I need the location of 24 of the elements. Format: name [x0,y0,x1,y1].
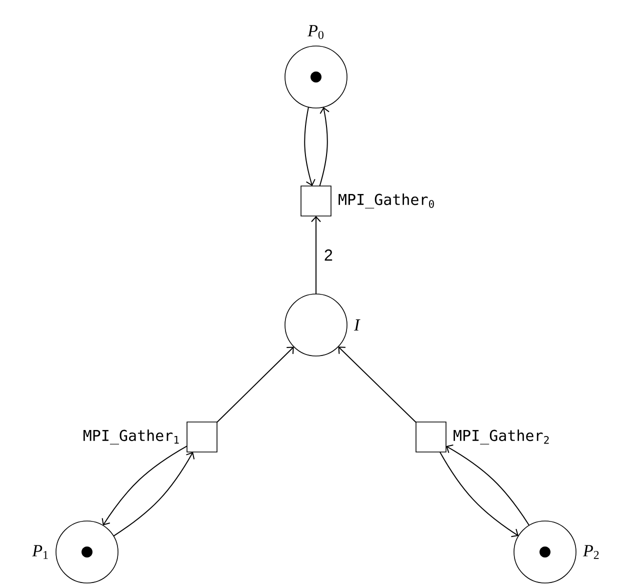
arrow [216,346,294,423]
place-circle [514,520,576,584]
node-label: MPI_Gather$_{2}$ [454,430,549,444]
arrow [102,446,188,526]
transition-box [186,422,218,452]
arrow [446,444,530,526]
place-circle [56,520,118,584]
arrow [304,106,316,186]
node-label: P$_{0}$ [308,25,324,39]
arrow [338,346,416,423]
node-label: MPI_Gather$_{0}$ [338,194,434,208]
transition-box [300,186,332,216]
node-label: P$_{2}$ [582,545,599,559]
place-circle [284,46,348,108]
transition-box [416,422,446,452]
node-label: MPI_Gather$_{1}$ [84,430,179,444]
edge-label: 2 [323,248,334,262]
arrow [439,452,518,538]
node-label: I [354,319,360,331]
place-circle [284,294,348,356]
arrow [311,216,321,294]
arrow [319,107,330,186]
arrow [113,452,195,537]
node-label: P$_{1}$ [32,545,48,559]
